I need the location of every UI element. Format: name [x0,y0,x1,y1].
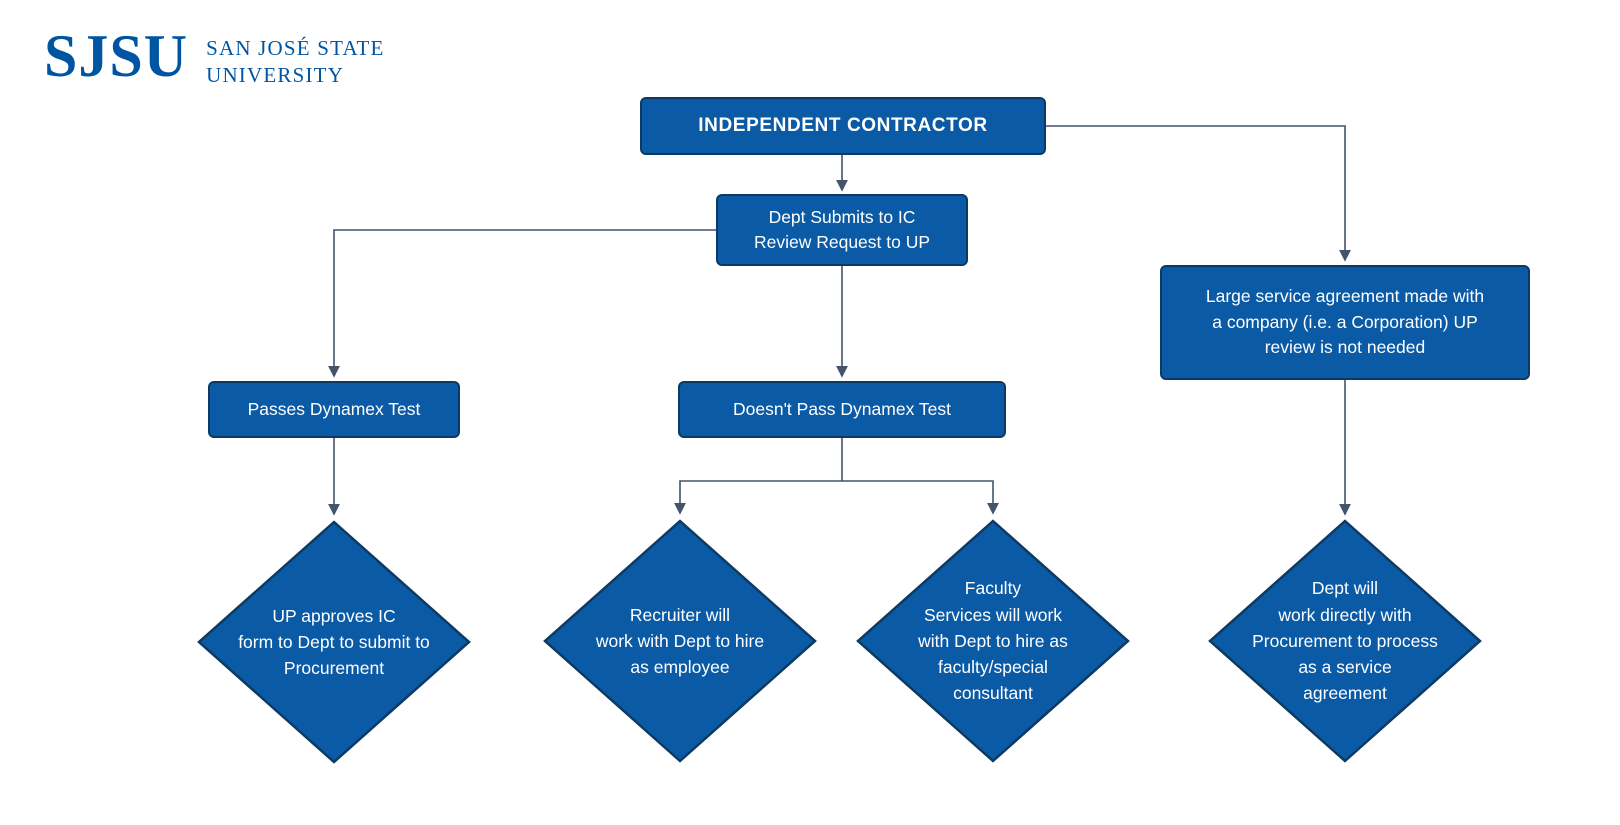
sjsu-logo: SJSU SAN JOSÉ STATE UNIVERSITY [44,26,385,90]
edge-fails-to-recruiter [674,480,842,515]
node-doesnt-pass-dynamex-test: Doesn't Pass Dynamex Test [678,381,1006,438]
diamond-dept-direct [1208,519,1482,763]
node-dept-submits: Dept Submits to IC Review Request to UP [716,194,968,266]
edge-submit-to-passes [328,229,716,378]
sjsu-logo-acronym: SJSU [44,23,189,89]
diamond-recruiter [543,519,817,763]
node-passes-dynamex-test: Passes Dynamex Test [208,381,460,438]
sjsu-logo-name: SAN JOSÉ STATE UNIVERSITY [206,35,384,90]
edge-root-to-large-agreement [1046,125,1351,262]
node-independent-contractor: INDEPENDENT CONTRACTOR [640,97,1046,155]
sjsu-logo-name-line2: UNIVERSITY [206,63,345,88]
sjsu-logo-name-line1: SAN JOSÉ STATE [206,36,385,60]
node-large-service-agreement: Large service agreement made with a comp… [1160,265,1530,380]
diamond-faculty [856,519,1130,763]
edge-fails-to-faculty [842,480,999,515]
diamond-up-approves [197,520,471,764]
